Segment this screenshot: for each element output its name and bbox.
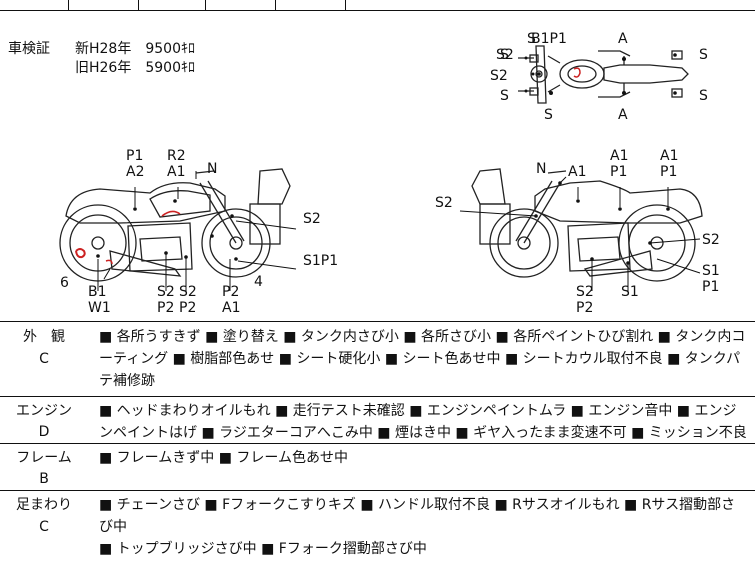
label-top-s2-left: S2 xyxy=(490,68,508,84)
row-head-grade: C xyxy=(39,519,49,535)
label-left-6: 6 xyxy=(60,275,69,291)
label-right-a1-a: A1 xyxy=(568,164,587,180)
registration-label: 車検証 xyxy=(8,41,50,57)
label-top-b1p1: B1P1 xyxy=(531,31,567,47)
label-left-n: N xyxy=(207,161,218,177)
table-divider xyxy=(68,0,69,10)
label-left-a1: A1 xyxy=(167,164,186,180)
row-body: ■ ヘッドまわりオイルもれ ■ 走行テスト未確認 ■ エンジンペイントムラ ■ … xyxy=(99,403,747,441)
motorcycle-top-view xyxy=(518,45,689,104)
damage-diagram: 車検証 新H28年 9500ｷﾛ 旧H26年 5900ｷﾛ xyxy=(0,11,755,321)
row-body: ■ チェーンさび ■ Fフォークこすりキズ ■ ハンドル取付不良 ■ Rサスオイ… xyxy=(99,497,736,557)
label-left-p2-c: P2 xyxy=(222,284,240,300)
row-engine: エンジン D ■ ヘッドまわりオイルもれ ■ 走行テスト未確認 ■ エンジンペイ… xyxy=(0,396,755,444)
label-left-s1p1: S1P1 xyxy=(303,253,339,269)
label-right-s2: S2 xyxy=(435,195,453,211)
row-head-label: 足まわり xyxy=(16,497,72,513)
label-left-w1: W1 xyxy=(88,300,111,316)
label-top-a: A xyxy=(618,31,628,47)
label-left-s2-a: S2 xyxy=(157,284,175,300)
label-left-b1: B1 xyxy=(88,284,107,300)
label-left-s2-b: S2 xyxy=(179,284,197,300)
label-left-a1-b: A1 xyxy=(222,300,241,316)
label-top-s-right-lower: S xyxy=(699,88,708,104)
row-exterior: 外 観 C ■ 各所うすきず ■ 塗り替え ■ タンク内さび小 ■ 各所さび小 … xyxy=(0,321,755,397)
table-divider xyxy=(345,0,346,10)
registration-old: 旧H26年 5900ｷﾛ xyxy=(75,60,195,76)
label-right-s2-c: S2 xyxy=(576,284,594,300)
row-head-grade: C xyxy=(39,351,49,367)
label-left-p2-a: P2 xyxy=(157,300,175,316)
label-right-p1-c: P1 xyxy=(660,164,678,180)
table-divider xyxy=(275,0,276,10)
label-left-s2: S2 xyxy=(303,211,321,227)
label-right-p1-b: P1 xyxy=(610,164,628,180)
label-left-p1: P1 xyxy=(126,148,144,164)
label-right-p1-d: P1 xyxy=(702,279,720,295)
label-right-a1-b: A1 xyxy=(610,148,629,164)
table-divider xyxy=(0,10,755,11)
label-top-s-left: S xyxy=(500,88,509,104)
motorcycle-right-side xyxy=(459,168,703,291)
row-head-label: エンジン xyxy=(16,403,72,419)
row-body: ■ 各所うすきず ■ 塗り替え ■ タンク内さび小 ■ 各所さび小 ■ 各所ペイ… xyxy=(99,329,746,389)
row-frame: フレーム B ■ フレームきず中 ■ フレーム色あせ中 xyxy=(0,443,755,491)
label-right-p2: P2 xyxy=(576,300,594,316)
row-head-grade: B xyxy=(39,471,49,487)
label-top-s-bottom: S xyxy=(544,107,553,123)
label-top-s-right: S xyxy=(699,47,708,63)
label-right-a1-c: A1 xyxy=(660,148,679,164)
row-head-grade: D xyxy=(38,424,50,440)
label-top-s-upper-left: S xyxy=(500,47,509,63)
top-table-strip xyxy=(0,0,755,18)
table-divider xyxy=(205,0,206,10)
label-left-a2: A2 xyxy=(126,164,145,180)
row-head-label: フレーム xyxy=(16,450,72,466)
label-right-s1: S1 xyxy=(621,284,639,300)
label-right-s2-b: S2 xyxy=(702,232,720,248)
label-left-p2-b: P2 xyxy=(179,300,197,316)
row-head-label: 外 観 xyxy=(23,329,65,345)
label-top-s: S xyxy=(527,31,536,47)
registration-new: 新H28年 9500ｷﾛ xyxy=(75,41,195,57)
row-suspension: 足まわり C ■ チェーンさび ■ Fフォークこすりキズ ■ ハンドル取付不良 … xyxy=(0,490,755,561)
row-body: ■ フレームきず中 ■ フレーム色あせ中 xyxy=(99,450,348,466)
motorcycle-left-side xyxy=(59,168,297,291)
table-divider xyxy=(138,0,139,10)
label-right-s1-b: S1 xyxy=(702,263,720,279)
label-right-n: N xyxy=(536,161,547,177)
label-left-4: 4 xyxy=(254,274,263,290)
label-top-a-bottom: A xyxy=(618,107,628,123)
label-top-s2: S2 xyxy=(496,47,514,63)
label-left-r2: R2 xyxy=(167,148,186,164)
